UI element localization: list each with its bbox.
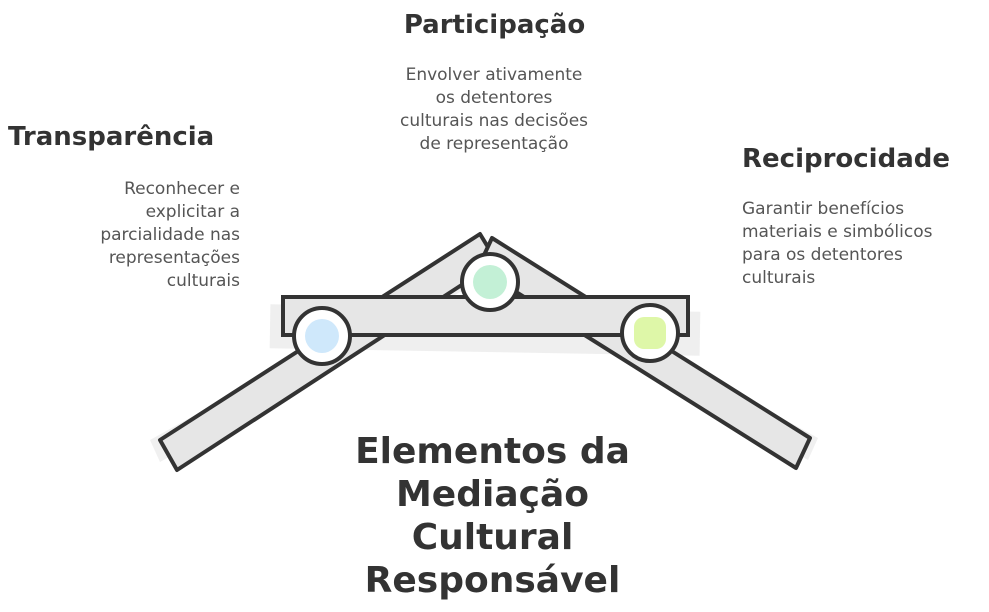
- reciprocidade-desc-line: Garantir benefícios: [742, 199, 905, 219]
- joint-participacao: [460, 252, 520, 312]
- reciprocidade-desc-line: culturais: [742, 268, 816, 288]
- joint-transparencia: [292, 306, 352, 366]
- participacao-desc-line: os detentores: [435, 88, 553, 108]
- reciprocidade-heading: Reciprocidade: [742, 144, 950, 174]
- transparencia-heading: Transparência: [8, 122, 215, 152]
- transparencia-desc-line: representações: [108, 248, 240, 268]
- title-line: Mediação: [395, 474, 589, 515]
- reciprocidade-desc-line: para os detentores: [742, 245, 903, 265]
- participacao-desc-line: culturais nas decisões: [399, 111, 589, 131]
- participacao-heading: Participação: [403, 10, 586, 40]
- transparencia-joint-fill: [305, 319, 339, 353]
- joint-reciprocidade: [620, 303, 680, 363]
- participacao-joint-fill: [473, 265, 507, 299]
- transparencia-description: Reconhecer e explicitar a parcialidade n…: [20, 178, 240, 293]
- transparencia-desc-line: explicitar a: [145, 202, 240, 222]
- title-line: Cultural: [411, 517, 574, 558]
- participacao-desc-line: de representação: [419, 134, 569, 154]
- transparencia-desc-line: Reconhecer e: [124, 179, 240, 199]
- transparencia-desc-line: culturais: [166, 271, 240, 291]
- participacao-description: Envolver ativamente os detentores cultur…: [340, 64, 648, 156]
- reciprocidade-description: Garantir benefícios materiais e simbólic…: [742, 198, 987, 290]
- title-line: Elementos da: [355, 431, 630, 472]
- participacao-desc-line: Envolver ativamente: [405, 65, 583, 85]
- title-line: Responsável: [364, 560, 621, 601]
- transparencia-desc-line: parcialidade nas: [100, 225, 240, 245]
- reciprocidade-desc-line: materiais e simbólicos: [742, 222, 933, 242]
- diagram-title: Elementos da Mediação Cultural Responsáv…: [300, 430, 685, 602]
- reciprocidade-joint-fill: [634, 317, 666, 349]
